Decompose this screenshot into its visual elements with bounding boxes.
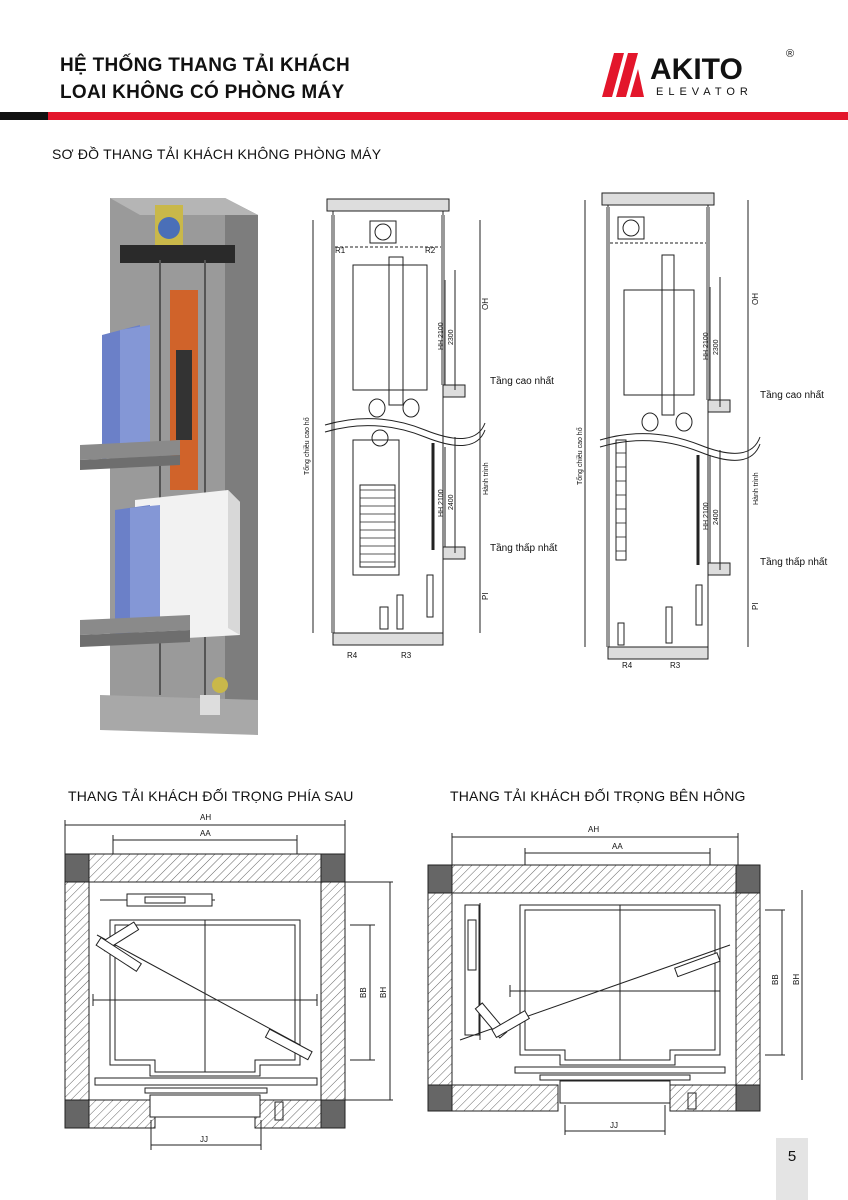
elevator-3d-illustration: [80, 198, 258, 735]
title-line-1: HỆ THỐNG THANG TẢI KHÁCH: [60, 55, 351, 76]
label-2300: 2300: [448, 329, 455, 345]
label-travel: Hành trình: [483, 462, 490, 495]
title-line-2: LOAI KHÔNG CÓ PHÒNG MÁY: [60, 82, 345, 103]
plan2-label-bh: BH: [792, 974, 801, 985]
page-number: 5: [787, 1148, 797, 1165]
plan2-bh-dimension: BH: [792, 890, 803, 1080]
plan2-label-bb: BB: [771, 974, 780, 985]
label-hh-bottom-side: HH 2100: [703, 502, 710, 530]
label-2300-side: 2300: [713, 339, 720, 355]
brand-sub: ELEVATOR: [656, 86, 753, 98]
label-r4-side: R4: [622, 661, 633, 670]
label-2400-side: 2400: [713, 509, 720, 525]
label-hh-top: HH 2100: [438, 322, 445, 350]
label-r3-side: R3: [670, 661, 681, 670]
akito-logo: AKITO ELEVATOR ®: [602, 48, 794, 98]
plan-caption-rear: THANG TẢI KHÁCH ĐỐI TRỌNG PHÍA SAU: [68, 788, 354, 804]
plan1-label-jj: JJ: [200, 1135, 208, 1144]
label-pi-side: PI: [751, 602, 760, 610]
header-accent-bar: [0, 112, 848, 120]
label-oh: OH: [481, 298, 490, 310]
label-r3: R3: [401, 651, 412, 660]
label-r4: R4: [347, 651, 358, 660]
label-travel-side: Hành trình: [753, 472, 760, 505]
plan-drawing-side: AH AA BB JJ: [427, 825, 785, 1135]
plan1-label-bh: BH: [379, 987, 388, 998]
plan-drawing-rear: AH AA BB BH JJ: [64, 813, 393, 1150]
elevation-drawing-side: R4 R3 Tầng cao nhất Tầng thấp nhất OH PI…: [575, 192, 827, 670]
label-2400: 2400: [448, 494, 455, 510]
label-bottom-floor: Tầng thấp nhất: [490, 542, 557, 554]
registered-mark: ®: [786, 48, 794, 60]
label-pi: PI: [481, 592, 490, 600]
page-number-box: 5: [776, 1138, 808, 1200]
label-bottom-floor-side: Tầng thấp nhất: [760, 556, 827, 568]
label-oh-side: OH: [751, 293, 760, 305]
label-top-floor: Tầng cao nhất: [490, 375, 554, 387]
elevation-drawing-rear: R1 R2 R4 R3 Tầng cao nhất Tầng thấp nhất…: [302, 198, 557, 660]
label-hh-bottom: HH 2100: [438, 489, 445, 517]
page-title: HỆ THỐNG THANG TẢI KHÁCH LOAI KHÔNG CÓ P…: [60, 52, 350, 106]
section-title: SƠ ĐỒ THANG TẢI KHÁCH KHÔNG PHÒNG MÁY: [52, 146, 382, 162]
label-total-height-side: Tổng chiều cao hố: [575, 427, 584, 485]
label-r2: R2: [425, 246, 436, 255]
plan2-label-jj: JJ: [610, 1121, 618, 1130]
plan-caption-side: THANG TẢI KHÁCH ĐỐI TRỌNG BÊN HÔNG: [450, 788, 746, 804]
brand-name: AKITO: [650, 53, 743, 86]
plan1-label-aa: AA: [200, 829, 211, 838]
plan1-label-ah: AH: [200, 813, 211, 822]
plan1-label-bb: BB: [359, 987, 368, 998]
label-top-floor-side: Tầng cao nhất: [760, 389, 824, 401]
plan2-label-aa: AA: [612, 842, 623, 851]
label-r1: R1: [335, 246, 346, 255]
label-total-height: Tổng chiều cao hố: [302, 417, 311, 475]
header-black-bar: [0, 112, 48, 120]
plan2-label-ah: AH: [588, 825, 599, 834]
label-hh-top-side: HH 2100: [703, 332, 710, 360]
